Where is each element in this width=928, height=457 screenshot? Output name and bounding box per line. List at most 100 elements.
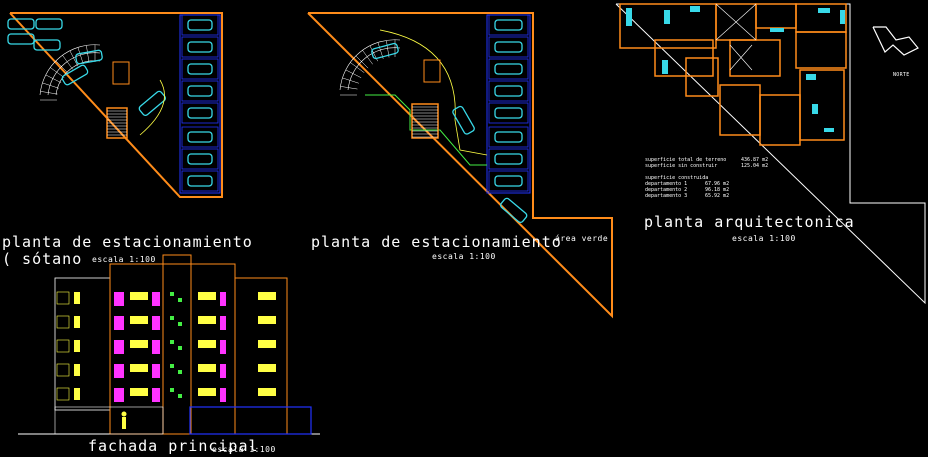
- green-area-label: área verde: [555, 234, 609, 243]
- area-label: departamento 2: [645, 187, 688, 193]
- facade-window: [56, 291, 70, 305]
- facade-left-block: [54, 277, 111, 411]
- parked-car: [187, 153, 213, 165]
- ramp-line: [77, 47, 84, 64]
- basement-plan-scale: escala 1:100: [92, 255, 156, 264]
- parking-stall: [181, 126, 219, 148]
- facade-scale: escala 1:100: [212, 445, 276, 454]
- parked-car: [494, 63, 523, 75]
- planter: [178, 370, 182, 374]
- parked-car: [494, 107, 523, 119]
- area-label: superficie construida: [645, 175, 709, 181]
- area-value: 67.96 m2: [705, 181, 730, 187]
- ramp-line: [340, 86, 358, 90]
- ramp-line: [362, 50, 373, 65]
- ramp-line: [42, 82, 59, 89]
- balcony-panel: [220, 364, 226, 378]
- basement-top-cars: [7, 18, 63, 51]
- facade-window: [258, 316, 276, 324]
- area-label: superficie sin construir: [645, 163, 718, 169]
- balcony-panel: [152, 316, 160, 330]
- parking-stall: [181, 36, 219, 58]
- ramp-line: [69, 50, 78, 67]
- parking-drive-path: [379, 29, 488, 156]
- architectural-site-outline: [615, 3, 926, 305]
- ramp-line: [350, 62, 365, 73]
- facade-window: [198, 340, 216, 348]
- parking-stall: [181, 102, 219, 124]
- facade-elevation: [18, 254, 320, 435]
- parked-car: [187, 63, 213, 75]
- balcony-panel: [152, 340, 160, 354]
- planter: [170, 292, 174, 296]
- ramp-line: [345, 69, 362, 78]
- balcony-panel: [114, 340, 124, 354]
- parking-stall: [488, 102, 529, 124]
- facade-window: [56, 387, 70, 401]
- parking-stair-treads: [412, 106, 438, 138]
- architectural-x-marks: [715, 3, 757, 71]
- parking-stall: [488, 126, 529, 148]
- parking-stall: [181, 170, 219, 192]
- parked-car: [494, 175, 523, 187]
- parking-room: [423, 59, 441, 83]
- facade-window: [74, 292, 80, 304]
- facade-core-block: [109, 263, 236, 435]
- facade-window: [74, 340, 80, 352]
- facade-person: [121, 411, 127, 429]
- area-value: 125.04 m2: [741, 163, 769, 169]
- area-row: departamento 2 96.18 m2: [645, 187, 729, 193]
- facade-window: [74, 364, 80, 376]
- parking-ramp-cars: [371, 42, 528, 224]
- architectural-plan-title: planta arquitectonica: [644, 213, 855, 231]
- parking-plan: [307, 12, 613, 319]
- parking-stall: [181, 14, 219, 36]
- area-value: 436.87 m2: [741, 157, 769, 163]
- ramp-line: [50, 67, 65, 78]
- parked-car: [187, 175, 213, 187]
- planter: [178, 322, 182, 326]
- planter: [170, 340, 174, 344]
- parked-car: [187, 41, 213, 53]
- area-label: departamento 3: [645, 193, 688, 199]
- area-row: departamento 3 65.92 m2: [645, 193, 729, 199]
- basement-parking-plan: [7, 12, 223, 198]
- planter: [178, 298, 182, 302]
- balcony-panel: [152, 388, 160, 402]
- parked-car: [494, 85, 523, 97]
- planter: [170, 364, 174, 368]
- parking-stall: [488, 170, 529, 192]
- balcony-panel: [220, 292, 226, 306]
- area-value: 65.92 m2: [705, 193, 730, 199]
- architectural-walls: [619, 3, 847, 146]
- balcony-panel: [152, 292, 160, 306]
- facade-window: [56, 339, 70, 353]
- facade-window: [56, 315, 70, 329]
- ramp-line: [62, 55, 73, 70]
- parking-ramp: [339, 39, 401, 91]
- facade-base: [54, 406, 164, 435]
- basement-site-outline: [9, 12, 223, 198]
- north-label: NORTE: [893, 72, 910, 78]
- facade-window: [198, 388, 216, 396]
- basement-ramp: [39, 44, 101, 96]
- parking-stall: [181, 58, 219, 80]
- north-arrow-icon: [872, 26, 919, 56]
- basement-room: [112, 61, 130, 85]
- basement-drive-path: [139, 79, 165, 136]
- facade-window: [258, 364, 276, 372]
- area-value: 96.18 m2: [705, 187, 730, 193]
- parking-green-edge: [365, 94, 487, 166]
- parked-car: [187, 107, 213, 119]
- parked-car: [187, 131, 213, 143]
- basement-ramp-lines: [40, 45, 96, 101]
- ramp-line: [45, 74, 62, 83]
- basement-plan-subtitle: ( sótano: [2, 250, 83, 268]
- balcony-panel: [114, 388, 124, 402]
- facade-windows: [56, 291, 276, 402]
- architectural-plan-scale: escala 1:100: [732, 234, 796, 243]
- facade-window: [130, 316, 148, 324]
- parking-plan-scale: escala 1:100: [432, 252, 496, 261]
